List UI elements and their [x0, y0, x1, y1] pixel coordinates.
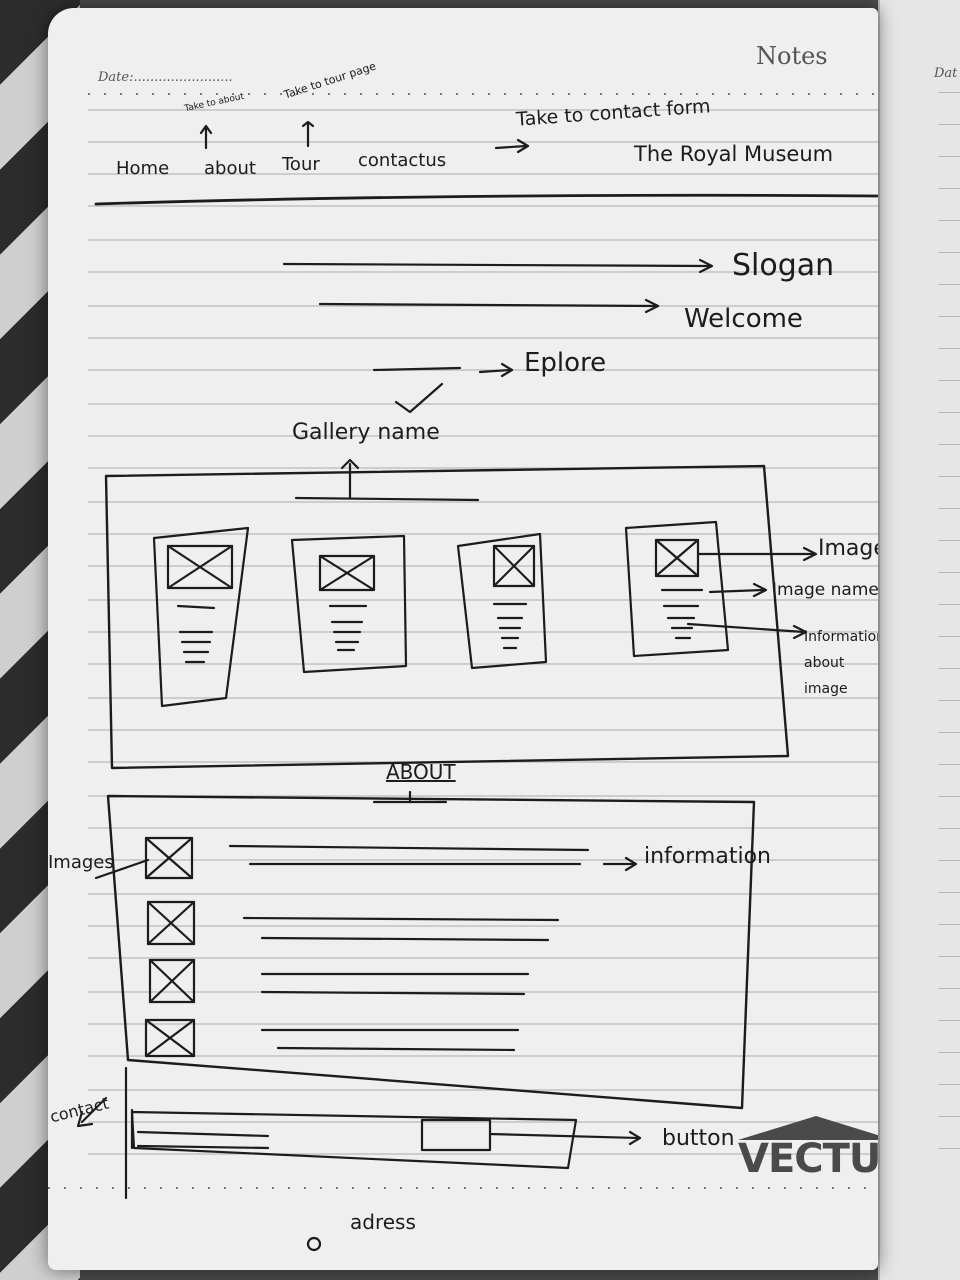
gallery-card-4-image-icon — [654, 538, 700, 578]
next-notebook-page: Dat — [878, 0, 960, 1280]
footer-button-sketch — [420, 1118, 492, 1152]
date-label: Date:........................ — [98, 70, 233, 85]
nav-home: Home — [116, 158, 170, 179]
image-info-annotation: Information about image — [804, 629, 878, 697]
button-arrow — [488, 1132, 640, 1140]
about-frame — [106, 794, 756, 1110]
nav-about: about — [204, 158, 256, 179]
gallery-title: Gallery name — [292, 420, 440, 445]
gallery-card-4 — [624, 520, 730, 658]
ruled-lines — [48, 93, 878, 1189]
gallery-card-1-image-icon — [166, 544, 234, 590]
information-annotation: information — [644, 844, 771, 869]
contact-arrow — [494, 144, 528, 150]
contact-arrow-line — [80, 1096, 108, 1124]
images-annotation-line — [94, 858, 150, 880]
gallery-card-2-image-icon — [318, 554, 376, 592]
slogan-line — [282, 262, 710, 268]
nav-divider — [94, 193, 878, 206]
notebook-page: Date:........................ Notes — [48, 8, 878, 1270]
about-title: ABOUT — [386, 760, 456, 784]
image-name-annotation: Image name — [772, 580, 878, 600]
about-image-icon-4 — [144, 1018, 196, 1058]
doodle-icon — [306, 1236, 322, 1252]
welcome-line — [318, 302, 660, 308]
nav-tour: Tour — [282, 154, 320, 175]
explore-label: Eplore — [524, 348, 607, 378]
gallery-frame — [104, 464, 790, 770]
gallery-card-3 — [456, 532, 548, 670]
brand-name: The Royal Museum — [634, 142, 834, 166]
gallery-card-1 — [152, 526, 250, 708]
about-image-icon-3 — [148, 958, 196, 1004]
check-icon — [394, 382, 444, 414]
welcome-label: Welcome — [684, 304, 803, 334]
notes-label: Notes — [756, 42, 828, 70]
slogan-label: Slogan — [732, 248, 835, 283]
gallery-card-3-image-icon — [492, 544, 536, 588]
gallery-title-underline — [294, 496, 480, 502]
wireframe-sketch — [76, 120, 878, 1252]
vectus-roof-icon — [738, 1116, 878, 1140]
image-annotation: Image — [818, 536, 878, 561]
address-label: adress — [350, 1210, 416, 1234]
button-annotation: button — [662, 1126, 735, 1151]
next-page-date-label: Dat — [934, 66, 958, 81]
gallery-card-2 — [290, 534, 408, 674]
about-image-icon-1 — [144, 836, 194, 880]
footer-bar — [130, 1110, 578, 1170]
nav-contactus: contactus — [358, 150, 447, 171]
about-image-icon-2 — [146, 900, 196, 946]
explore-line — [372, 366, 462, 372]
vectus-logo: VECTUS — [738, 1136, 878, 1182]
images-annotation: Images — [48, 852, 114, 873]
